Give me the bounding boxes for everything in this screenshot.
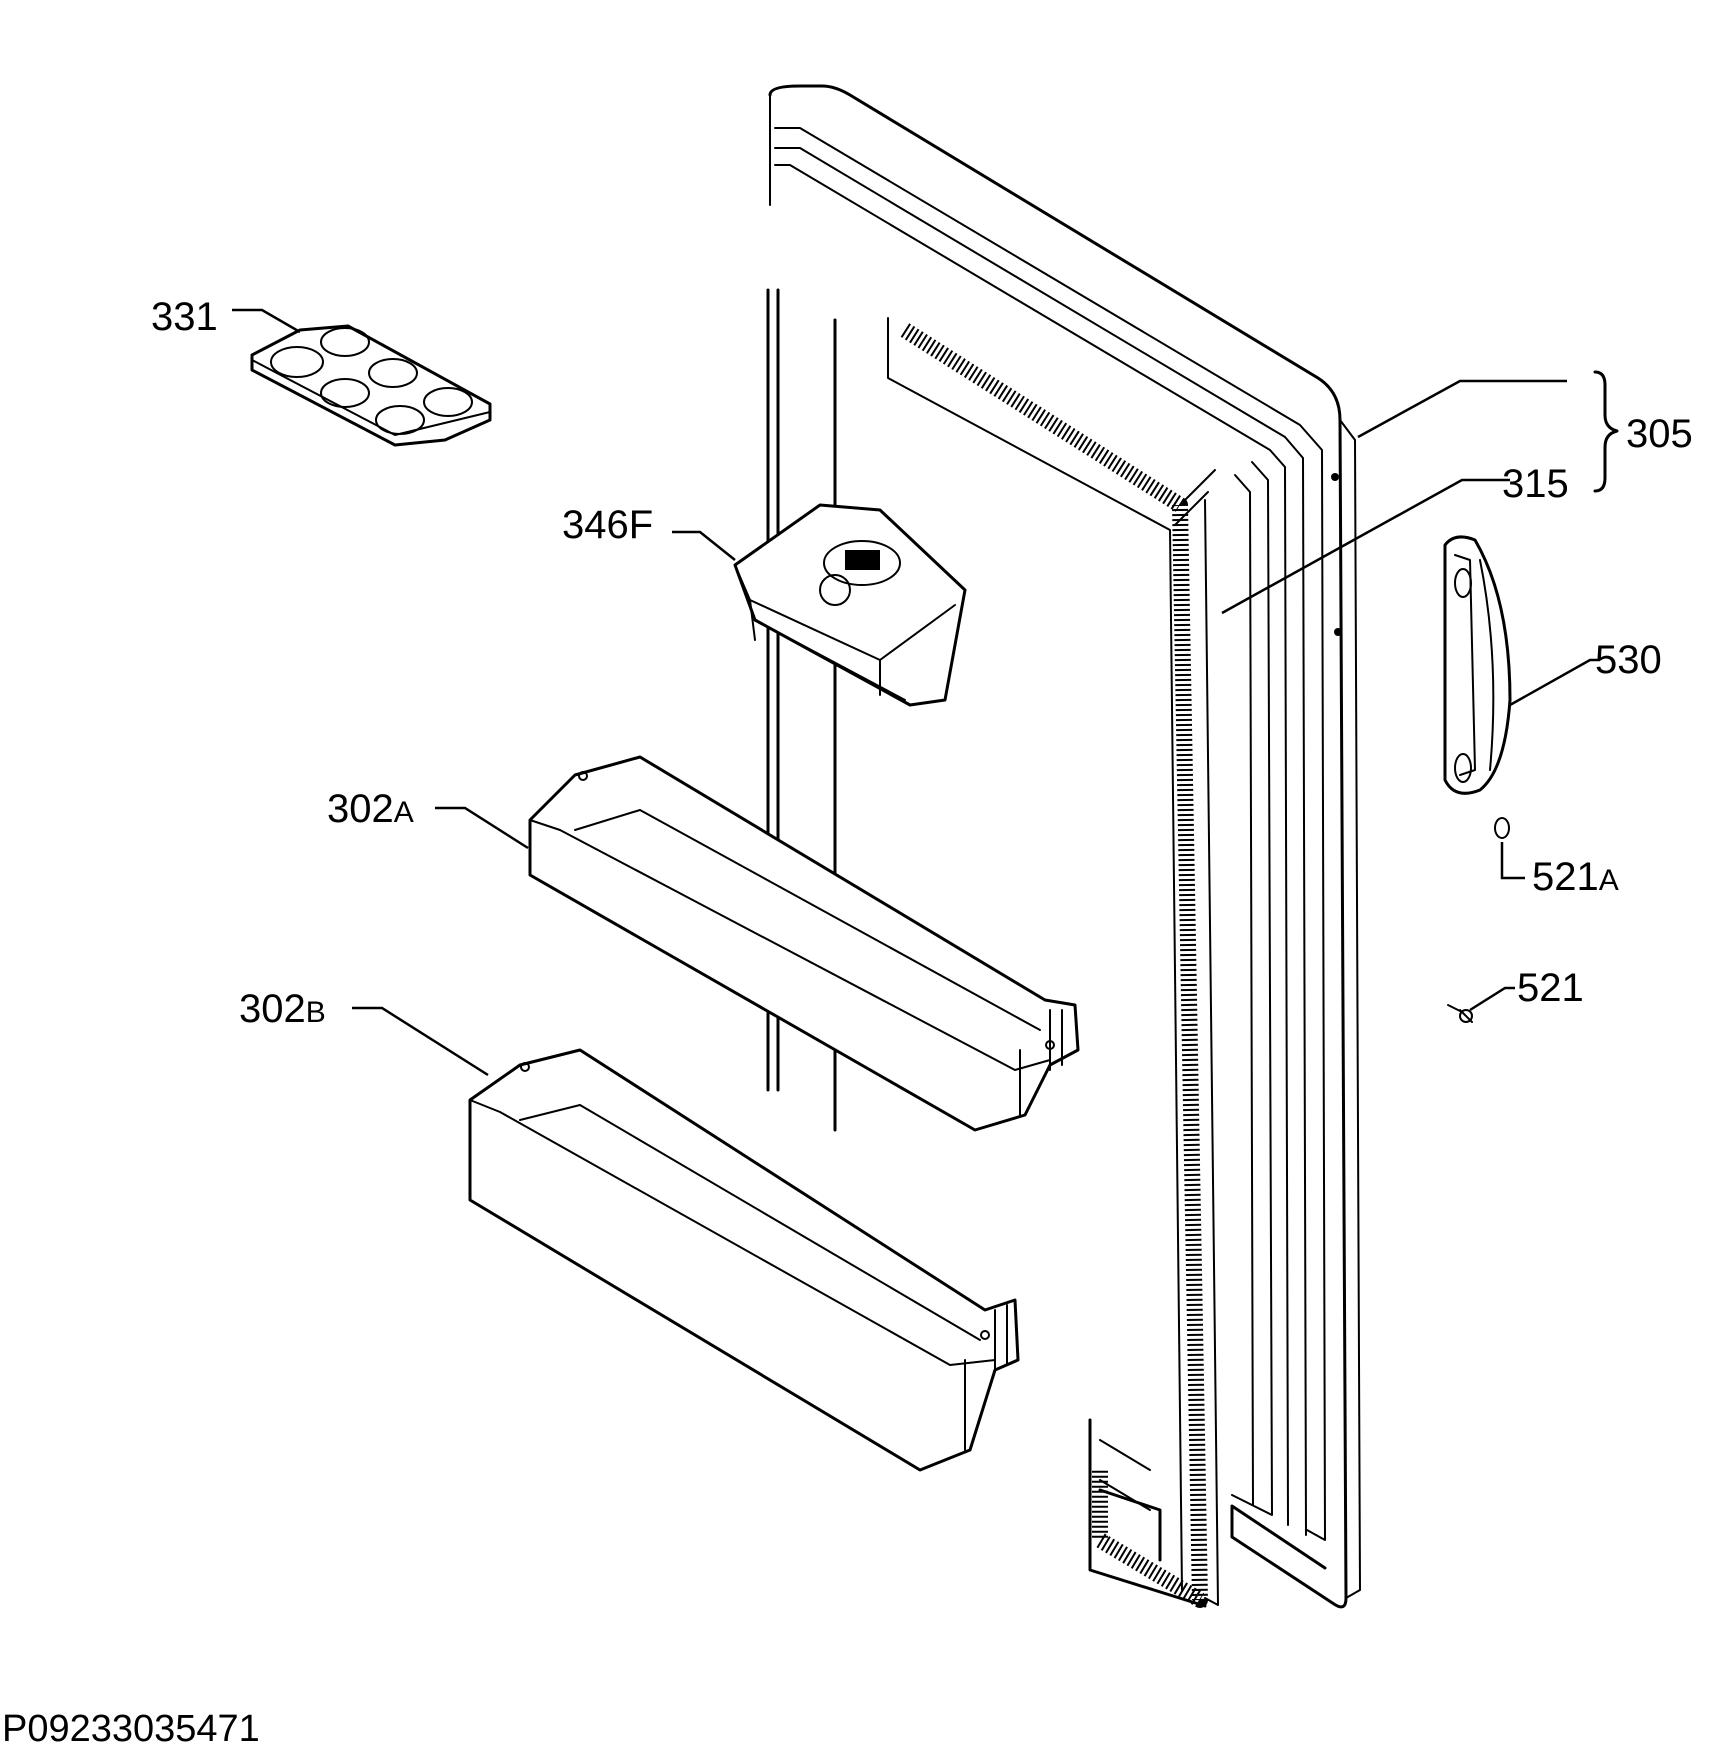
egg-tray-body <box>250 324 492 447</box>
part-labels: 331 346F 302A 302B 305 315 530 521A 521 <box>151 295 1693 1031</box>
label-302a: 302A <box>327 787 414 831</box>
label-302b: 302B <box>239 987 326 1031</box>
label-302a-number: 302 <box>327 787 394 831</box>
shelf-upper-hole-right <box>1045 1040 1055 1050</box>
label-302a-suffix: A <box>394 796 414 829</box>
butter-dish-part <box>733 503 967 707</box>
shelf-lower-body <box>468 1048 1020 1472</box>
handle-part <box>1443 535 1512 795</box>
label-521a: 521A <box>1532 855 1619 899</box>
shelf-lower-clip <box>964 1304 1008 1451</box>
label-305: 305 <box>1626 412 1693 456</box>
leader-346f <box>672 530 736 561</box>
label-346f: 346F <box>562 503 653 547</box>
leader-302b <box>352 1006 489 1077</box>
shelf-lower-hole-right <box>980 1330 990 1340</box>
handle-grip <box>1454 554 1495 776</box>
egg-tray-part <box>250 324 492 447</box>
label-302b-number: 302 <box>239 987 306 1031</box>
cap-part <box>1494 817 1510 839</box>
butter-dish-button <box>819 574 851 606</box>
butter-dish-lid <box>734 564 956 696</box>
egg-tray-cups <box>270 327 473 435</box>
handle-bottom-slot <box>1454 753 1472 783</box>
shelf-upper-body <box>528 755 1080 1132</box>
leader-521a <box>1500 842 1525 880</box>
label-521: 521 <box>1517 966 1584 1010</box>
door-outer-panel <box>768 84 1348 1609</box>
door-hole-bottom <box>1334 628 1342 636</box>
label-331: 331 <box>151 295 218 339</box>
shelf-lower-hole-left <box>520 1062 530 1072</box>
door-liner-frame <box>774 127 1326 1541</box>
egg-tray-rim <box>251 359 491 436</box>
butter-dish-label-block <box>845 550 880 570</box>
leader-331 <box>232 308 301 334</box>
shelf-upper-inner <box>574 809 1041 1031</box>
door-liner-frame-5 <box>1234 474 1254 1506</box>
label-302b-suffix: B <box>306 996 326 1029</box>
leader-lines <box>232 308 1619 1077</box>
shelf-lower-lip <box>469 1099 996 1366</box>
label-530: 530 <box>1595 638 1662 682</box>
door-liner-frame-3 <box>774 164 1289 1526</box>
leader-530 <box>1509 658 1600 707</box>
butter-dish-front <box>754 619 906 701</box>
gasket-corner <box>1099 469 1216 1511</box>
door-assembly <box>766 84 1361 1609</box>
door-gasket <box>900 323 1208 1608</box>
butter-dish-badge <box>823 540 901 586</box>
handle-top-slot <box>1454 568 1472 598</box>
handle-body <box>1443 535 1512 795</box>
gasket-bottom <box>1088 1418 1207 1608</box>
screw-part <box>1447 1004 1473 1023</box>
door-liner-frame-2 <box>774 147 1307 1536</box>
door-shelf-upper-part <box>528 755 1080 1132</box>
brace-305 <box>1593 370 1619 493</box>
leader-315 <box>1221 478 1510 615</box>
gasket-inner-edge <box>887 317 1219 1606</box>
label-521a-number: 521 <box>1532 855 1599 899</box>
document-code: P09233035471 <box>2 1708 260 1750</box>
leader-305 <box>1357 379 1567 439</box>
door-shelf-lower-part <box>468 1048 1020 1472</box>
leader-521 <box>1469 986 1515 1012</box>
door-outer-edge <box>769 94 1361 1599</box>
shelf-upper-lip <box>529 819 1051 1071</box>
shelf-lower-inner <box>519 1104 981 1341</box>
label-315: 315 <box>1502 462 1569 506</box>
door-hole-top <box>1331 473 1339 481</box>
label-521a-suffix: A <box>1599 864 1619 897</box>
shelf-upper-hole-left <box>578 771 588 781</box>
leader-302a <box>435 806 529 850</box>
